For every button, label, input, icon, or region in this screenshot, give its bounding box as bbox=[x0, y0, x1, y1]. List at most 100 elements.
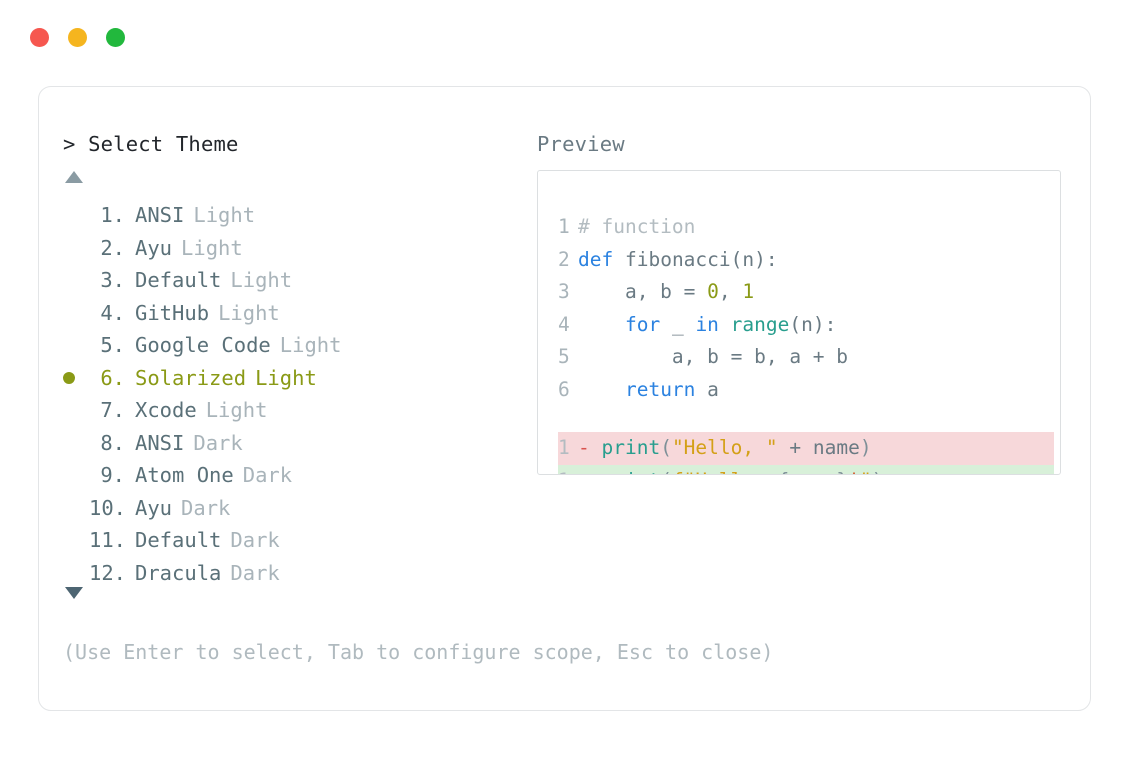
code-token bbox=[719, 313, 731, 336]
minimize-dot[interactable] bbox=[68, 28, 87, 47]
theme-item-name: GitHub bbox=[135, 300, 210, 325]
theme-item-variant: Dark bbox=[230, 528, 280, 553]
theme-item-index: 3. bbox=[100, 268, 125, 293]
diff-marker: - bbox=[578, 436, 602, 459]
selection-indicator bbox=[63, 371, 89, 384]
code-line: 3 a, b = 0, 1 bbox=[558, 276, 1054, 309]
close-dot[interactable] bbox=[30, 28, 49, 47]
theme-item-name: Default bbox=[135, 528, 222, 553]
theme-item-index: 6. bbox=[100, 365, 125, 390]
code-token: ( bbox=[660, 436, 672, 459]
code-token: (n): bbox=[730, 247, 778, 271]
preview-title: Preview bbox=[537, 132, 625, 156]
code-token: _ bbox=[660, 312, 696, 336]
code-token: f"Hello, bbox=[672, 469, 778, 475]
code-token: { bbox=[778, 469, 790, 475]
diff-line-number: 1 bbox=[558, 465, 578, 475]
code-token: "Hello, " bbox=[671, 436, 778, 459]
theme-item-variant: Light bbox=[230, 268, 293, 293]
code-token: ! bbox=[848, 469, 860, 475]
theme-list-item[interactable]: 11. Default Dark bbox=[63, 524, 533, 557]
maximize-dot[interactable] bbox=[106, 28, 125, 47]
code-line-content: for _ in range(n): bbox=[578, 309, 1054, 342]
theme-item-variant: Light bbox=[279, 333, 342, 358]
code-token: " bbox=[860, 469, 872, 475]
theme-item-index: 4. bbox=[100, 300, 125, 325]
code-line-content: a, b = 0, 1 bbox=[578, 276, 1054, 309]
theme-item-name: Ayu bbox=[135, 495, 173, 520]
code-token: 0 bbox=[707, 280, 719, 303]
code-token: a bbox=[695, 377, 719, 401]
code-token bbox=[578, 313, 625, 336]
code-token: # function bbox=[578, 215, 696, 238]
code-line-number: 1 bbox=[558, 215, 570, 238]
theme-item-index: 10. bbox=[89, 495, 127, 520]
theme-item-name: ANSI bbox=[135, 430, 185, 455]
code-line-content: a, b = b, a + b bbox=[578, 341, 1054, 374]
code-line-content: return a bbox=[578, 374, 1054, 407]
code-line-content: def fibonacci(n): bbox=[578, 244, 1054, 277]
triangle-down-icon bbox=[65, 587, 83, 599]
code-token: def bbox=[578, 247, 614, 271]
diff-line-content: - print("Hello, " + name) bbox=[578, 432, 1054, 465]
code-token: ) bbox=[872, 469, 884, 475]
code-line-content: # function bbox=[578, 211, 1054, 244]
code-token: in bbox=[695, 312, 719, 336]
code-line: 2 def fibonacci(n): bbox=[558, 244, 1054, 277]
diff-line-number: 1 bbox=[558, 436, 570, 459]
code-line: 4 for _ in range(n): bbox=[558, 309, 1054, 342]
theme-list-item[interactable]: 6. Solarized Light bbox=[63, 362, 533, 395]
scroll-down-indicator[interactable] bbox=[63, 587, 83, 599]
code-token: range bbox=[730, 312, 790, 336]
code-token: name bbox=[812, 436, 860, 459]
theme-item-name: Solarized bbox=[135, 365, 247, 390]
code-token: ) bbox=[859, 436, 872, 459]
code-token: print bbox=[601, 469, 660, 475]
select-theme-prompt: > Select Theme bbox=[63, 132, 239, 156]
theme-item-name: Ayu bbox=[135, 235, 173, 260]
theme-item-variant: Light bbox=[181, 235, 243, 260]
code-line: 1 # function bbox=[558, 211, 1054, 244]
code-token: + bbox=[777, 436, 813, 459]
code-token: name bbox=[789, 469, 836, 475]
theme-item-index: 5. bbox=[100, 333, 125, 358]
diff-line-content: + print(f"Hello, {name}!") bbox=[578, 465, 1054, 475]
keyboard-hint: (Use Enter to select, Tab to configure s… bbox=[63, 640, 774, 664]
code-token: fibonacci bbox=[624, 247, 731, 271]
window-titlebar bbox=[30, 28, 125, 47]
scroll-up-indicator[interactable] bbox=[63, 171, 83, 183]
code-line: 6 return a bbox=[558, 374, 1054, 407]
diff-marker: + bbox=[578, 469, 601, 475]
code-token: a, b = b, a + b bbox=[578, 345, 849, 368]
code-token: return bbox=[624, 377, 696, 401]
code-token: 1 bbox=[742, 280, 755, 303]
code-token bbox=[613, 248, 625, 271]
theme-list-item[interactable]: 4. GitHub Light bbox=[63, 297, 533, 330]
code-line-number: 2 bbox=[558, 247, 570, 271]
theme-list-header: > Select Theme bbox=[63, 131, 533, 157]
code-line: 5 a, b = b, a + b bbox=[558, 341, 1054, 374]
theme-item-name: Atom One bbox=[135, 463, 234, 488]
theme-item-index: 11. bbox=[89, 528, 127, 553]
theme-item-variant: Light bbox=[218, 300, 280, 325]
theme-item-index: 7. bbox=[100, 398, 125, 423]
theme-item-index: 12. bbox=[89, 560, 127, 585]
code-line-number: 5 bbox=[558, 345, 570, 368]
theme-item-name: ANSI bbox=[135, 203, 185, 228]
code-diff-separator bbox=[558, 406, 1054, 432]
preview-header: Preview bbox=[537, 131, 1067, 157]
code-line-number: 3 bbox=[558, 280, 570, 303]
theme-item-variant: Light bbox=[255, 365, 317, 390]
